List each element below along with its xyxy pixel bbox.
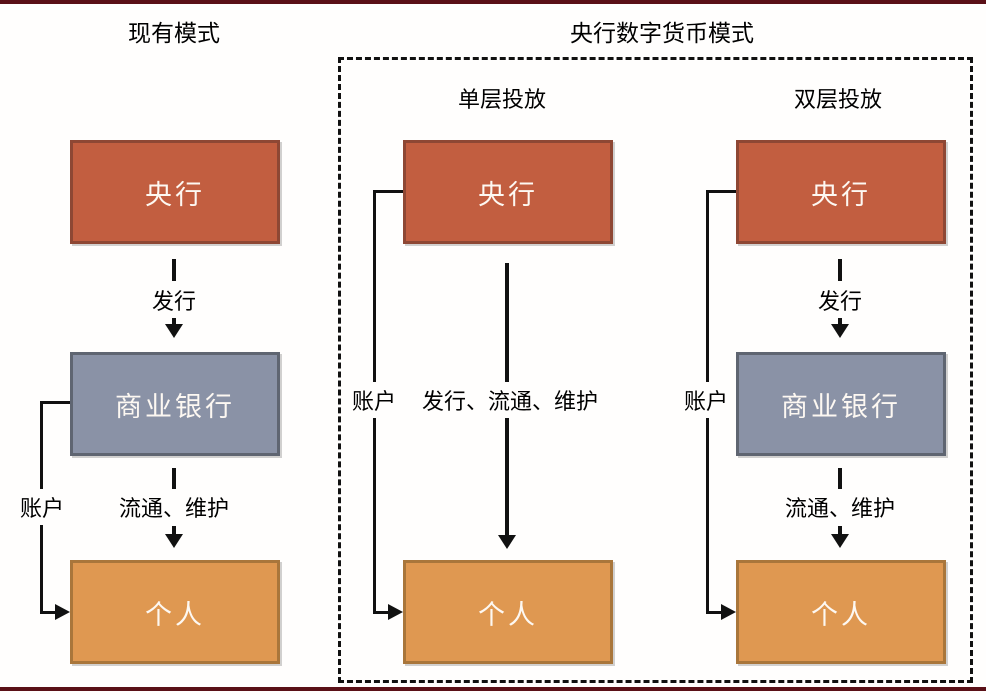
- double-tier-account-line: [706, 611, 725, 614]
- existing-circulate-arrow-segment: [172, 526, 176, 534]
- existing-individual-box: 个人: [70, 560, 280, 664]
- existing-account-line: [40, 611, 59, 614]
- double-tier-title: 双层投放: [793, 88, 883, 113]
- double-tier-individual-box: 个人: [736, 560, 946, 664]
- single-tier-central-bank-box: 央行: [403, 140, 613, 244]
- single-tier-individual-box: 个人: [403, 560, 613, 664]
- single-tier-account-line: [373, 611, 392, 614]
- double-tier-commercial-bank-box: 商业银行: [736, 352, 946, 456]
- double-tier-issue-label: 发行: [813, 282, 867, 318]
- existing-commercial-bank-box: 商业银行: [70, 352, 280, 456]
- existing-account-arrowhead-icon: [55, 604, 70, 620]
- double-tier-circulate-arrowhead-icon: [831, 534, 849, 548]
- double-tier-circulate-label: 流通、维护: [780, 489, 900, 525]
- existing-circulate-arrowhead-icon: [165, 534, 183, 548]
- top-rule: [0, 0, 986, 4]
- single-tier-account-label: 账户: [347, 382, 401, 418]
- existing-account-label: 账户: [15, 489, 69, 525]
- existing-issue-arrowhead-icon: [165, 324, 183, 338]
- bottom-rule: [0, 687, 986, 691]
- single-tier-flow-label: 发行、流通、维护: [417, 382, 603, 418]
- double-tier-issue-arrow-segment: [838, 316, 842, 324]
- existing-circulate-arrow-segment: [172, 468, 176, 490]
- existing-circulate-label: 流通、维护: [114, 489, 234, 525]
- cbdc-model-title: 央行数字货币模式: [570, 21, 754, 47]
- existing-issue-arrow-segment: [172, 259, 176, 281]
- existing-account-line: [40, 401, 70, 404]
- double-tier-account-arrowhead-icon: [721, 604, 736, 620]
- double-tier-issue-arrowhead-icon: [831, 324, 849, 338]
- cbdc-dashed-frame: [338, 57, 973, 683]
- double-tier-account-line: [706, 190, 736, 193]
- existing-issue-label: 发行: [147, 282, 201, 318]
- double-tier-circulate-arrow-segment: [838, 526, 842, 534]
- existing-issue-arrow-segment: [172, 316, 176, 324]
- single-tier-account-arrowhead-icon: [388, 604, 403, 620]
- double-tier-account-label: 账户: [679, 382, 733, 418]
- single-tier-flow-arrowhead-icon: [498, 535, 516, 549]
- single-tier-title: 单层投放: [457, 88, 547, 113]
- existing-model-title: 现有模式: [128, 21, 220, 47]
- double-tier-issue-arrow-segment: [838, 259, 842, 281]
- double-tier-circulate-arrow-segment: [838, 468, 842, 490]
- double-tier-central-bank-box: 央行: [736, 140, 946, 244]
- existing-central-bank-box: 央行: [70, 140, 280, 244]
- single-tier-account-line: [373, 190, 403, 193]
